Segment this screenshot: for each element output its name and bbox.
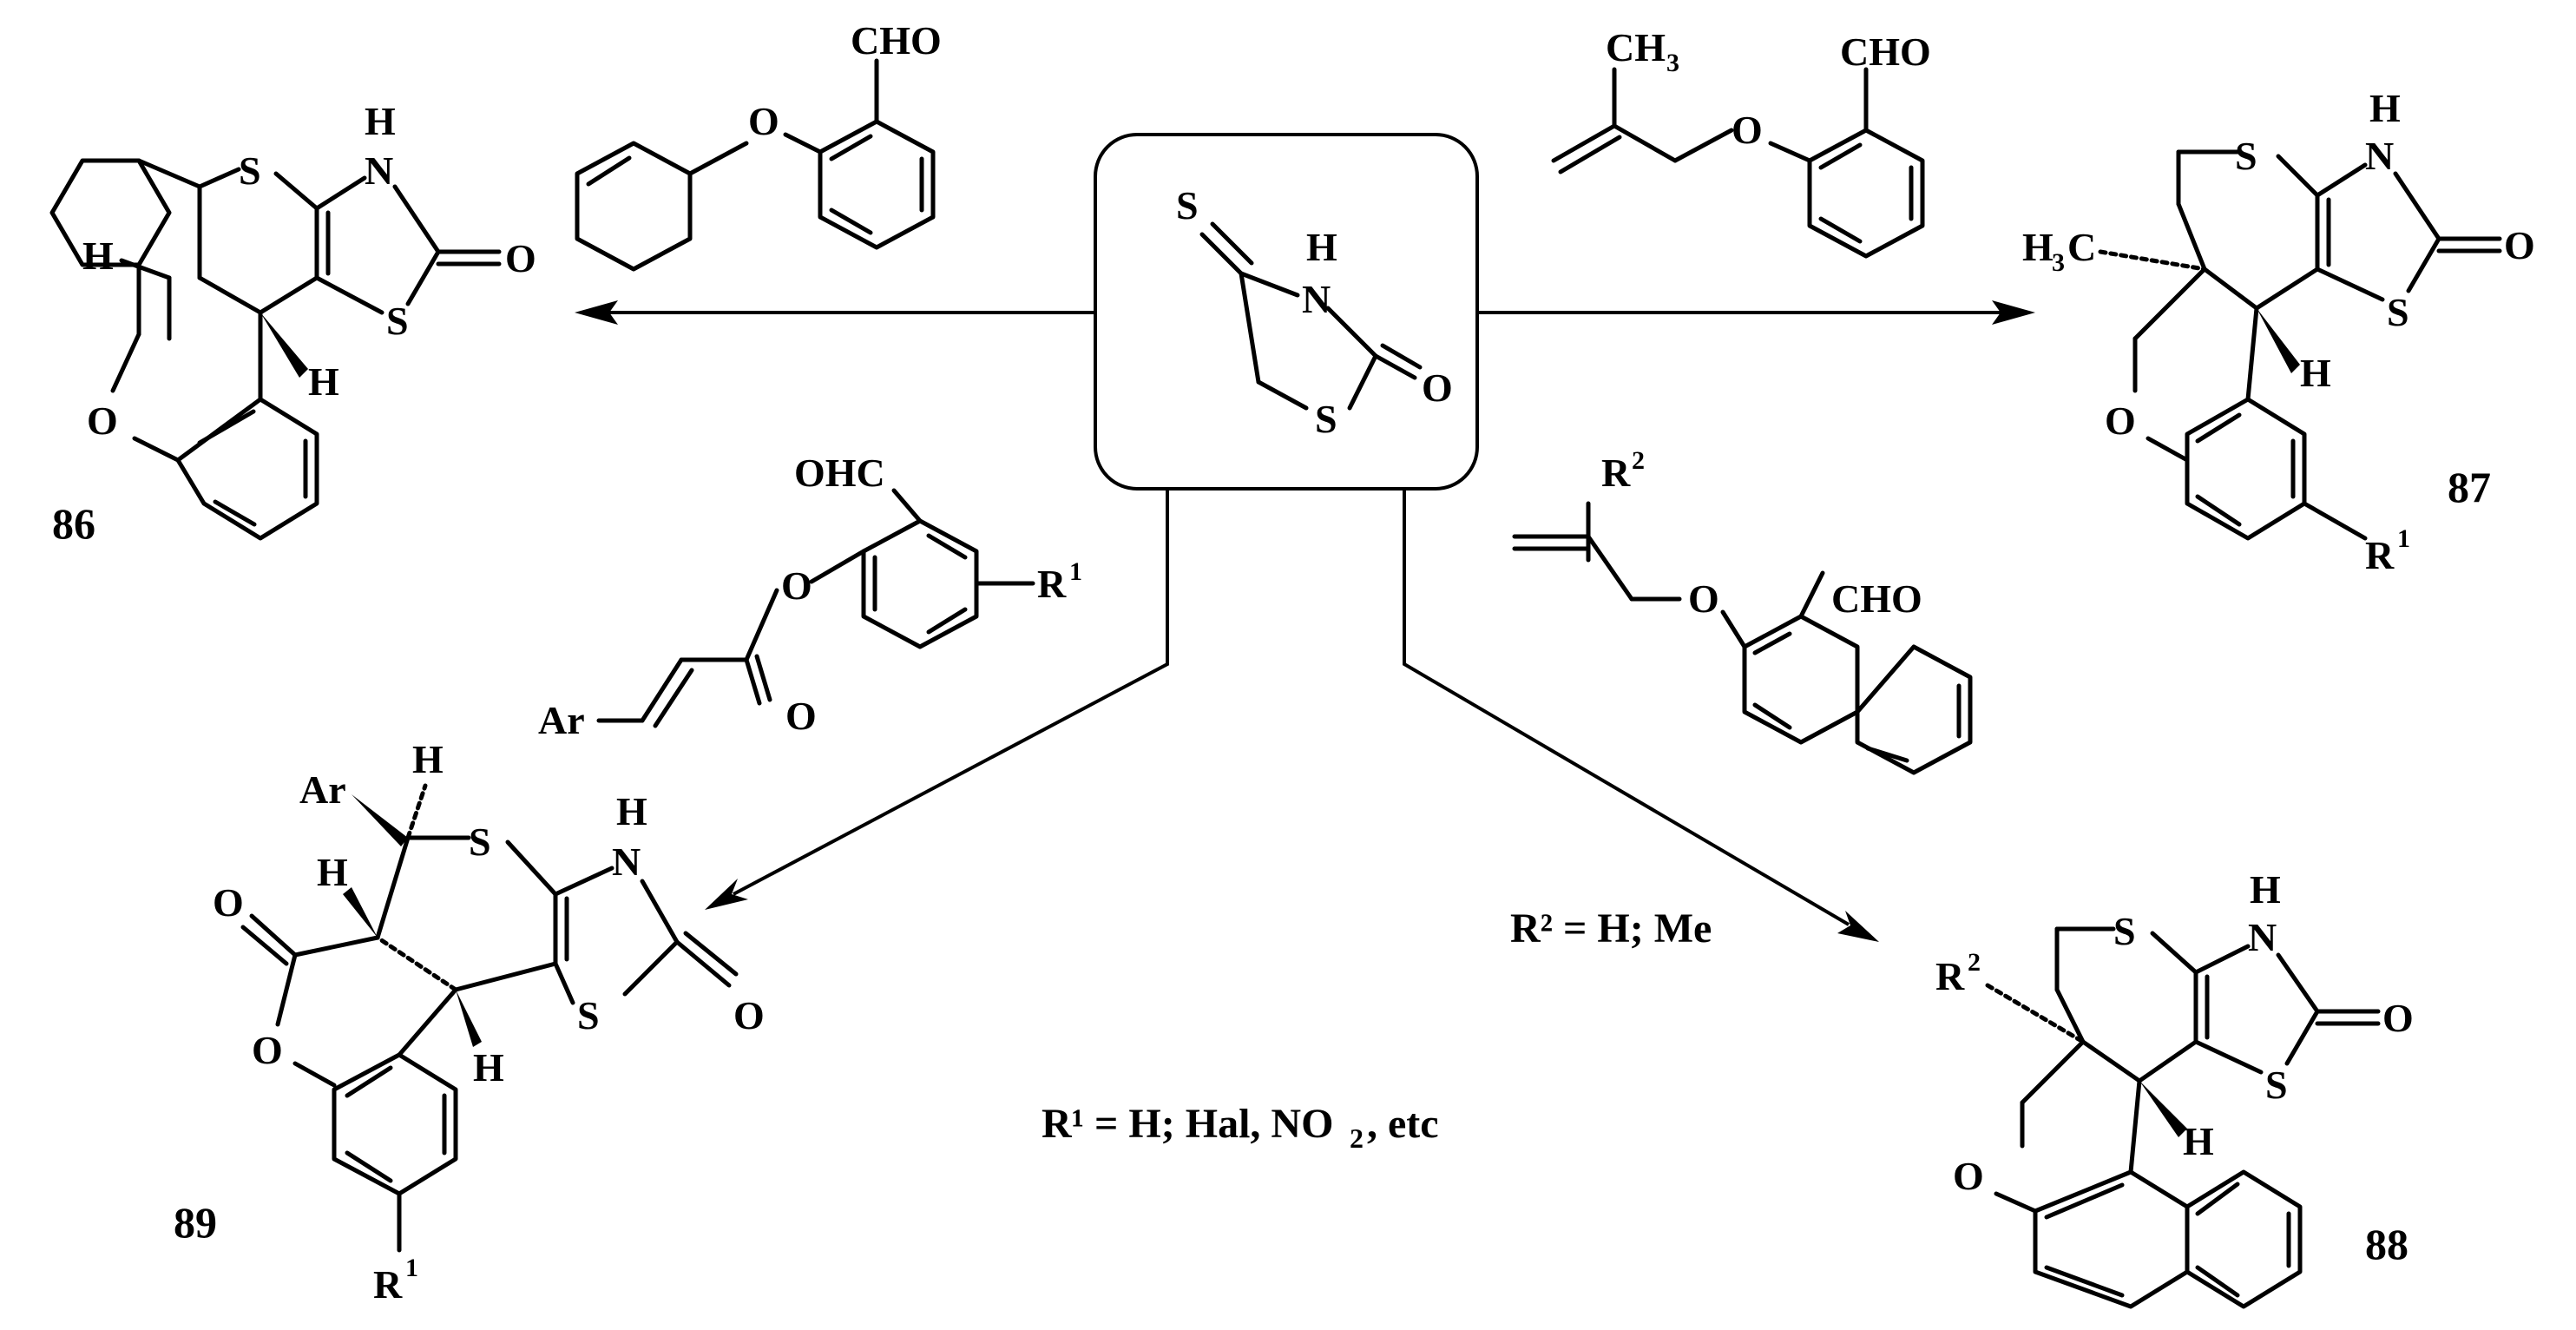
- thiazolone-nh-hydrogen: H: [2250, 867, 2281, 912]
- thiazolone-sulfur: S: [577, 993, 600, 1037]
- methyl-group: CH: [1606, 25, 1666, 69]
- compound-number-87: 87: [2448, 463, 2491, 511]
- center-reagent-box: [1094, 133, 1479, 491]
- pyran-oxygen: O: [1953, 1154, 1984, 1198]
- thiopyran-sulfur: S: [469, 820, 491, 864]
- methyl-h: H: [2022, 225, 2054, 269]
- nh-hydrogen: H: [1306, 225, 1337, 269]
- methyl-c: C: [2067, 225, 2096, 269]
- pyran-oxygen: O: [87, 398, 118, 443]
- arrow-to-87: [1477, 300, 2035, 325]
- pyran-oxygen: O: [2105, 398, 2136, 443]
- reagent-cyclohexenyloxy-benzaldehyde: O CHO: [575, 18, 942, 272]
- thiazolone-nh-hydrogen: H: [616, 789, 647, 833]
- ester-oxygen: O: [781, 563, 812, 608]
- r1-definition-suffix: , etc: [1367, 1101, 1439, 1147]
- aryl-group: Ar: [538, 698, 585, 742]
- r1-superscript: 1: [405, 1254, 418, 1282]
- benzylic-hydrogen: H: [308, 359, 339, 404]
- r1-superscript: 1: [2397, 524, 2410, 553]
- thiazolone-sulfur: S: [2265, 1063, 2288, 1107]
- r1-definition: R¹ = H; Hal, NO 2 , etc: [1042, 1101, 1439, 1154]
- carbonyl-oxygen: O: [2382, 996, 2414, 1040]
- reagent-allyloxy-naphthaldehyde: R 2 O CHO: [1512, 446, 1973, 775]
- benzylic-hydrogen: H: [2300, 351, 2331, 395]
- reagent-cinnamoyloxy-benzaldehyde: OHC R 1 O O Ar: [538, 451, 1082, 742]
- lactone-carbonyl-oxygen: O: [213, 880, 244, 925]
- ring-junction-hydrogen: H: [473, 1045, 504, 1090]
- methyl-subscript: 3: [2052, 248, 2065, 277]
- r1-substituent: R: [1037, 562, 1067, 606]
- product-89: Ar H S N H O S H H O O: [174, 737, 765, 1307]
- carbonyl-oxygen: O: [1422, 365, 1453, 410]
- carbonyl-oxygen: O: [505, 236, 536, 280]
- thione-sulfur: S: [1176, 183, 1199, 227]
- thiopyran-sulfur: S: [2113, 909, 2136, 953]
- thiopyran-sulfur: S: [2235, 134, 2257, 178]
- ring-sulfur: S: [1315, 397, 1337, 441]
- center-reagent-structure: S N H S O: [1176, 183, 1453, 441]
- thiazolone-nitrogen: N: [2365, 134, 2394, 178]
- carbonyl-oxygen: O: [785, 694, 817, 738]
- ether-oxygen: O: [1732, 108, 1763, 152]
- methyl-subscript: 3: [1666, 49, 1679, 77]
- r2-superscript: 2: [1632, 446, 1645, 475]
- thiazolone-sulfur: S: [386, 299, 409, 343]
- aldehyde-group: CHO: [851, 18, 942, 63]
- product-87: S N H O S H 3 C O H R 1 87: [2022, 86, 2535, 577]
- aldehyde-group: CHO: [1831, 576, 1922, 621]
- lactone-ring-hydrogen: H: [317, 850, 348, 894]
- thiazolone-nh-hydrogen: H: [2369, 86, 2401, 130]
- carbonyl-oxygen: O: [2504, 223, 2535, 267]
- ether-oxygen: O: [748, 99, 779, 143]
- compound-number-88: 88: [2365, 1220, 2408, 1268]
- reagent-methallyloxy-benzaldehyde: CH 3 O CHO: [1551, 25, 1931, 259]
- thiazolone-sulfur: S: [2387, 290, 2409, 334]
- r1-substituent: R: [2365, 533, 2395, 577]
- thiazolone-nitrogen: N: [365, 148, 393, 193]
- r1-superscript: 1: [1069, 557, 1082, 586]
- r1-substituent: R: [373, 1262, 403, 1307]
- r1-definition-main: R¹ = H; Hal, NO: [1042, 1101, 1333, 1147]
- r2-superscript: 2: [1968, 948, 1981, 977]
- nh-nitrogen: N: [1302, 277, 1331, 321]
- aldehyde-group: CHO: [1840, 30, 1931, 74]
- arrow-to-89: [705, 489, 1169, 910]
- thiazolone-nitrogen: N: [2248, 915, 2277, 959]
- ether-oxygen: O: [1688, 576, 1719, 621]
- compound-number-89: 89: [174, 1198, 217, 1247]
- ar-carbon-hydrogen: H: [412, 737, 444, 781]
- thiopyran-sulfur: S: [239, 148, 261, 193]
- aldehyde-group: OHC: [794, 451, 885, 495]
- carbonyl-oxygen: O: [733, 993, 765, 1037]
- r2-substituent: R: [1935, 954, 1965, 998]
- aryl-group: Ar: [299, 767, 346, 812]
- arrow-to-86: [575, 300, 1095, 325]
- thiazolone-nitrogen: N: [612, 839, 641, 884]
- arrow-to-88: [1403, 489, 1879, 942]
- r1-definition-subscript: 2: [1350, 1123, 1364, 1154]
- r2-definition: R² = H; Me: [1510, 905, 1712, 951]
- r2-substituent: R: [1601, 451, 1631, 495]
- compound-number-86: 86: [52, 499, 95, 548]
- benzylic-hydrogen: H: [2183, 1119, 2214, 1163]
- ring-junction-hydrogen: H: [82, 234, 114, 278]
- thiazolone-nh-hydrogen: H: [365, 99, 396, 143]
- lactone-oxygen: O: [252, 1028, 283, 1072]
- product-88: S N H O S R 2 H O 88: [1935, 867, 2414, 1309]
- product-86: S N H O S H H O 86: [49, 99, 536, 548]
